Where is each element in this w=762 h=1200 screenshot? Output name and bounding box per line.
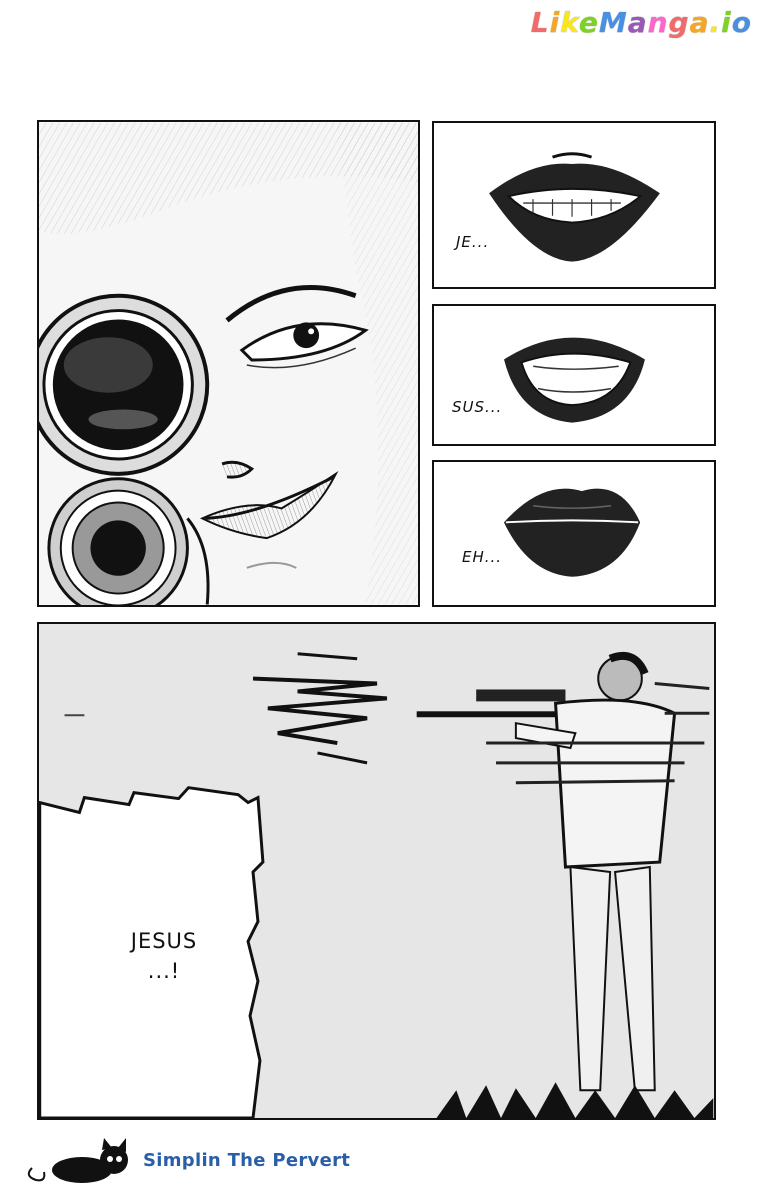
speech-line-1: JESUS [130,929,198,953]
lips-caption: SUS... [452,398,503,416]
panel-shooter: JESUS ...! [37,622,716,1120]
watermark-letter: . [709,6,722,39]
panel-lips-je: JE... [432,121,716,289]
watermark-letter: a [627,6,648,39]
credit-text: Simplin The Pervert [143,1150,351,1171]
lips-caption: EH... [462,548,503,566]
lips-illustration [504,337,645,423]
scope-face-illustration [39,122,418,605]
watermark-letter: a [689,6,710,39]
watermark-letter: i [721,6,732,39]
watermark-letter: o [731,6,752,39]
speech-line-2: ...! [147,959,181,983]
shooter-illustration [39,624,714,1118]
panel-lips-sus: SUS... [432,304,716,446]
panel-scope-face [37,120,420,607]
panel-lips-eh: EH... [432,460,716,607]
watermark-letter: M [598,6,628,39]
watermark-letter: n [647,6,669,39]
black-cat-icon [27,1138,128,1183]
lips-caption: JE... [456,233,490,251]
speech-text: JESUS ...! [94,926,234,986]
watermark-letter: g [668,6,690,39]
watermark-letter: e [578,6,599,39]
site-watermark: LikeManga.io [531,6,752,39]
watermark-letter: i [549,6,561,39]
lips-illustration [489,152,660,262]
lips-illustration [503,488,641,577]
watermark-letter: k [560,6,579,39]
watermark-letter: L [530,6,550,39]
